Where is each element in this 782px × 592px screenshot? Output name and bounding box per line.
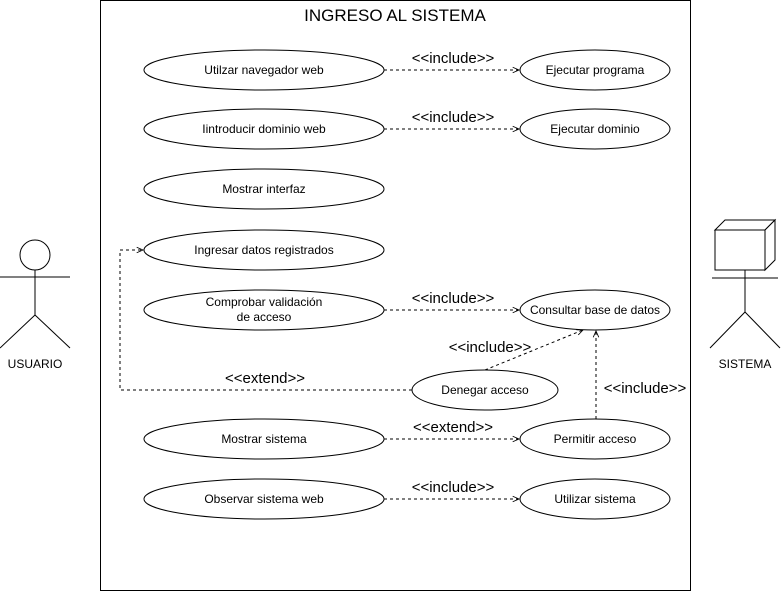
usecase-permitir-acceso <box>519 418 671 460</box>
actor-sistema-label: SISTEMA <box>719 357 772 371</box>
usecase-ejecutar-programa <box>519 49 671 91</box>
actor-usuario <box>0 239 71 349</box>
usecase-mostrar-interfaz <box>143 168 385 210</box>
include-label-3: <<include>> <box>412 290 495 307</box>
usecase-utilizar-sistema-label: Utilizar sistema <box>554 492 636 506</box>
include-label-2: <<include>> <box>412 109 495 126</box>
usecase-introducir-dominio-label: Iintroducir dominio web <box>202 122 326 136</box>
usecase-permitir-acceso-label: Permitir acceso <box>554 432 637 446</box>
actor-sistema <box>709 218 781 349</box>
actor-usuario-label: USUARIO <box>8 357 63 371</box>
system-title: INGRESO AL SISTEMA <box>304 6 486 25</box>
include-label-6: <<include>> <box>412 479 495 496</box>
include-label-4: <<include>> <box>449 339 532 356</box>
usecase-ingresar-datos-label: Ingresar datos registrados <box>194 243 333 257</box>
usecase-comprobar-validacion-label-2: de acceso <box>237 310 292 324</box>
extend-arrow-1 <box>119 250 412 391</box>
usecase-mostrar-interfaz-label: Mostrar interfaz <box>222 182 305 196</box>
extend-label-2: <<extend>> <box>413 419 493 436</box>
usecase-ejecutar-programa-label: Ejecutar programa <box>546 63 645 77</box>
include-label-5: <<include>> <box>604 380 687 397</box>
usecase-mostrar-sistema-label: Mostrar sistema <box>221 432 307 446</box>
usecase-ingresar-datos <box>143 229 385 271</box>
usecase-utilizar-sistema <box>519 478 671 520</box>
include-label-1: <<include>> <box>412 50 495 67</box>
usecase-ejecutar-dominio <box>519 108 671 150</box>
usecase-utilizar-navegador-label: Utilzar navegador web <box>204 63 324 77</box>
system-boundary <box>100 0 691 591</box>
usecase-consultar-bd-label: Consultar base de datos <box>530 303 660 317</box>
extend-label-1: <<extend>> <box>225 370 305 387</box>
usecase-denegar-acceso-label: Denegar acceso <box>441 383 529 397</box>
usecase-observar-sistema-label: Observar sistema web <box>204 492 324 506</box>
usecase-ejecutar-dominio-label: Ejecutar dominio <box>550 122 640 136</box>
usecase-comprobar-validacion-label-1: Comprobar validación <box>206 295 323 309</box>
usecase-consultar-bd <box>519 289 671 331</box>
